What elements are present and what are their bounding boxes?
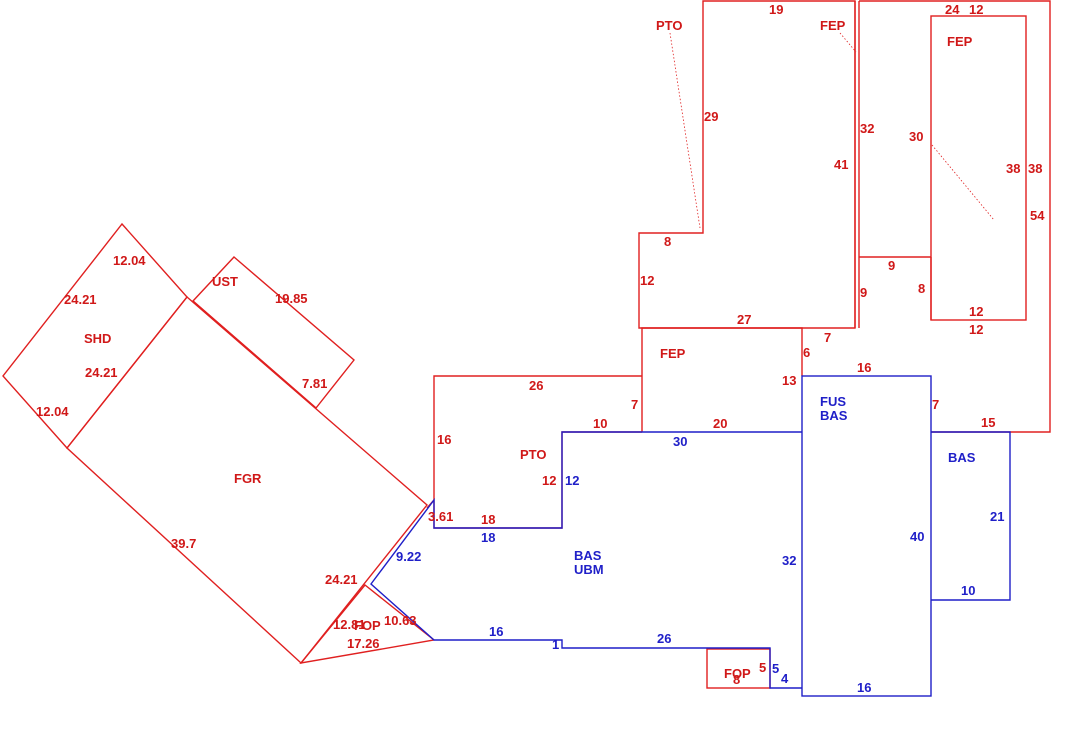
dimension-label: 26	[529, 378, 543, 393]
fus-bas-outline	[801, 375, 932, 697]
dimension-label: 12	[565, 473, 579, 488]
dimension-label: 10.63	[384, 613, 417, 628]
dimension-label: 17.26	[347, 636, 380, 651]
area-label-fep: FEP	[820, 18, 846, 33]
dimension-label: 8	[918, 281, 925, 296]
area-label-shd: SHD	[84, 331, 111, 346]
blue-dimensions: 30 12 18 9.22 16 1 26 32 40 21 10 5 4 16	[396, 434, 1004, 695]
dimension-label: 8	[733, 672, 740, 687]
dimension-label: 16	[489, 624, 503, 639]
dimension-label: 12	[969, 304, 983, 319]
dimension-label: 6	[803, 345, 810, 360]
fop-left-outline	[299, 584, 436, 665]
fep-inner-rect	[930, 15, 1027, 321]
dimension-label: 12	[640, 273, 654, 288]
dimension-label: 7	[932, 397, 939, 412]
dimension-label: 40	[910, 529, 924, 544]
pto-leader-line	[669, 32, 701, 229]
pto-upper-outline	[638, 0, 856, 329]
dimension-label: 32	[782, 553, 796, 568]
dimension-label: 18	[481, 512, 495, 527]
area-label-bas: BAS	[948, 450, 976, 465]
dimension-label: 9.22	[396, 549, 421, 564]
area-label-fop: FOP	[354, 618, 381, 633]
dimension-label: 12	[969, 322, 983, 337]
dimension-label: 7	[824, 330, 831, 345]
bas-main-outline	[370, 431, 802, 689]
dimension-label: 30	[673, 434, 687, 449]
dimension-label: 54	[1030, 208, 1045, 223]
dimension-label: 7	[631, 397, 638, 412]
dimension-label: 16	[857, 680, 871, 695]
blue-outlines	[370, 375, 1011, 697]
area-labels: PTO FEP FEP FEP UST SHD FGR PTO FUS BAS …	[84, 18, 976, 681]
dimension-label: 24.21	[325, 572, 358, 587]
bas-right-outline	[931, 431, 1011, 601]
dimension-label: 19.85	[275, 291, 308, 306]
dimension-label: 24	[945, 2, 960, 17]
dimension-label: 24.21	[64, 292, 97, 307]
dimension-label: 13	[782, 373, 796, 388]
dimension-label: 8	[664, 234, 671, 249]
dimension-label: 24.21	[85, 365, 118, 380]
fep-right-outline	[859, 0, 1051, 433]
dimension-label: 20	[713, 416, 727, 431]
area-label-ust: UST	[212, 274, 238, 289]
area-label-fep: FEP	[660, 346, 686, 361]
dimension-label: 27	[737, 312, 751, 327]
dimension-label: 5	[759, 660, 766, 675]
dimension-label: 15	[981, 415, 995, 430]
dimension-label: 7.81	[302, 376, 327, 391]
dimension-label: 29	[704, 109, 718, 124]
area-label-fgr: FGR	[234, 471, 262, 486]
dimension-label: 10	[961, 583, 975, 598]
dimension-label: 10	[593, 416, 607, 431]
area-label-bas: BAS	[820, 408, 848, 423]
dimension-label: 1	[552, 637, 559, 652]
dimension-label: 4	[781, 671, 789, 686]
dimension-label: 32	[860, 121, 874, 136]
dimension-label: 41	[834, 157, 848, 172]
fep-mid-outline	[641, 327, 803, 432]
area-label-bas: BAS	[574, 548, 602, 563]
dimension-label: 9	[860, 285, 867, 300]
area-label-pto: PTO	[520, 447, 547, 462]
dimension-label: 3.61	[428, 509, 453, 524]
red-dimensions: 19 29 41 8 12 27 24 12 32 30 38 38 54 9 …	[36, 2, 1045, 687]
dimension-label: 16	[437, 432, 451, 447]
area-label-fep: FEP	[947, 34, 973, 49]
fep-leader-line	[839, 32, 857, 53]
area-label-pto: PTO	[656, 18, 683, 33]
dimension-label: 19	[769, 2, 783, 17]
dimension-label: 21	[990, 509, 1004, 524]
area-label-ubm: UBM	[574, 562, 604, 577]
dimension-label: 38	[1028, 161, 1042, 176]
area-label-fop: FOP	[724, 666, 751, 681]
area-label-fus: FUS	[820, 394, 846, 409]
dimension-label: 12.04	[113, 253, 146, 268]
dimension-label: 9	[888, 258, 895, 273]
dimension-label: 12	[969, 2, 983, 17]
dimension-label: 38	[1006, 161, 1020, 176]
dimension-label: 5	[772, 661, 779, 676]
dimension-label: 12.81	[333, 617, 366, 632]
dimension-label: 18	[481, 530, 495, 545]
dimension-label: 39.7	[171, 536, 196, 551]
red-outlines	[2, 0, 1051, 689]
fgr-ust-shared	[192, 300, 317, 409]
dimension-label: 16	[857, 360, 871, 375]
fep-inner-leader-line	[931, 144, 995, 221]
dimension-label: 30	[909, 129, 923, 144]
dimension-label: 26	[657, 631, 671, 646]
dimension-label: 12.04	[36, 404, 69, 419]
dimension-label: 12	[542, 473, 556, 488]
